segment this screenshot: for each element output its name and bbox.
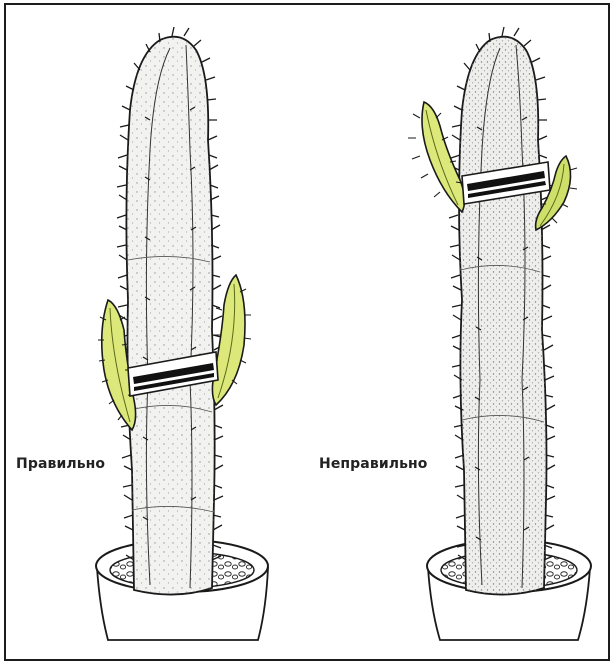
cactus-stem-right	[449, 27, 555, 595]
caption-correct: Правильно	[16, 456, 105, 472]
cactus-stem-left	[117, 27, 223, 595]
caption-incorrect: Неправильно	[319, 456, 428, 472]
cactus-figure-incorrect	[408, 27, 591, 640]
cactus-figure-correct	[96, 27, 268, 640]
cutting-right-a	[408, 102, 465, 212]
cutting-left-b	[212, 275, 251, 405]
